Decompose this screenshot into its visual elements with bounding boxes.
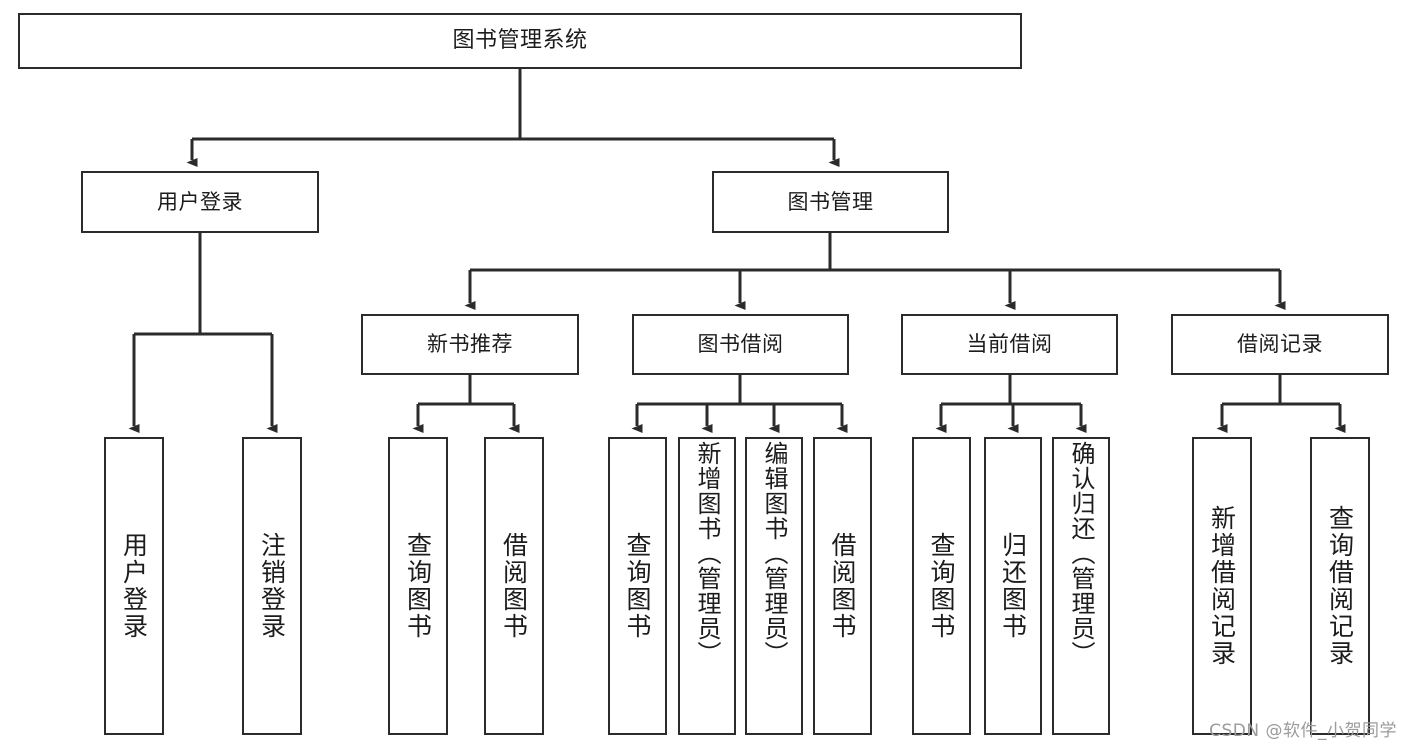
node-new-book-rec[interactable]: 新书推荐 [361, 314, 579, 375]
node-borrow-record[interactable]: 借阅记录 [1171, 314, 1389, 375]
node-leaf-add-book-label: 新增图书（管理员） [693, 441, 721, 666]
node-leaf-query-book-2[interactable]: 查询图书 [608, 437, 667, 735]
node-current-borrow-label: 当前借阅 [966, 332, 1053, 357]
node-borrow-record-label: 借阅记录 [1237, 332, 1323, 357]
node-leaf-confirm-return[interactable]: 确认归还（管理员） [1052, 437, 1110, 735]
node-leaf-query-record-label: 查询借阅记录 [1325, 505, 1355, 667]
node-leaf-return-book-label: 归还图书 [998, 532, 1028, 640]
node-leaf-query-book-3[interactable]: 查询图书 [912, 437, 971, 735]
node-book-borrow-label: 图书借阅 [697, 332, 784, 357]
node-leaf-add-book[interactable]: 新增图书（管理员） [678, 437, 736, 735]
node-leaf-logout-label: 注销登录 [257, 532, 287, 640]
node-leaf-confirm-return-label: 确认归还（管理员） [1067, 441, 1095, 666]
node-current-borrow[interactable]: 当前借阅 [901, 314, 1118, 375]
node-leaf-borrow-book-1[interactable]: 借阅图书 [484, 437, 544, 735]
node-user-login-label: 用户登录 [157, 189, 243, 214]
node-root[interactable]: 图书管理系统 [18, 13, 1022, 69]
node-new-book-rec-label: 新书推荐 [427, 332, 513, 357]
node-leaf-user-login[interactable]: 用户登录 [104, 437, 164, 735]
node-book-borrow[interactable]: 图书借阅 [632, 314, 849, 375]
node-leaf-query-book-2-label: 查询图书 [623, 532, 652, 640]
node-leaf-borrow-book-2[interactable]: 借阅图书 [813, 437, 872, 735]
node-leaf-user-login-label: 用户登录 [119, 532, 149, 640]
node-root-label: 图书管理系统 [452, 28, 588, 54]
node-user-login[interactable]: 用户登录 [81, 171, 319, 233]
node-book-manage[interactable]: 图书管理 [712, 171, 949, 233]
node-leaf-edit-book-label: 编辑图书（管理员） [760, 441, 788, 666]
node-leaf-query-book-3-label: 查询图书 [927, 532, 956, 640]
node-leaf-logout[interactable]: 注销登录 [242, 437, 302, 735]
watermark-text: CSDN @软件_小贺同学 [1209, 721, 1397, 741]
node-leaf-query-book-1[interactable]: 查询图书 [388, 437, 448, 735]
node-leaf-return-book[interactable]: 归还图书 [984, 437, 1042, 735]
node-leaf-add-record-label: 新增借阅记录 [1207, 505, 1237, 667]
node-leaf-borrow-book-1-label: 借阅图书 [499, 532, 529, 640]
node-leaf-query-record[interactable]: 查询借阅记录 [1310, 437, 1370, 735]
node-leaf-add-record[interactable]: 新增借阅记录 [1192, 437, 1252, 735]
node-leaf-query-book-1-label: 查询图书 [403, 532, 433, 640]
node-book-manage-label: 图书管理 [787, 189, 874, 214]
node-leaf-edit-book[interactable]: 编辑图书（管理员） [745, 437, 803, 735]
node-leaf-borrow-book-2-label: 借阅图书 [828, 532, 857, 640]
